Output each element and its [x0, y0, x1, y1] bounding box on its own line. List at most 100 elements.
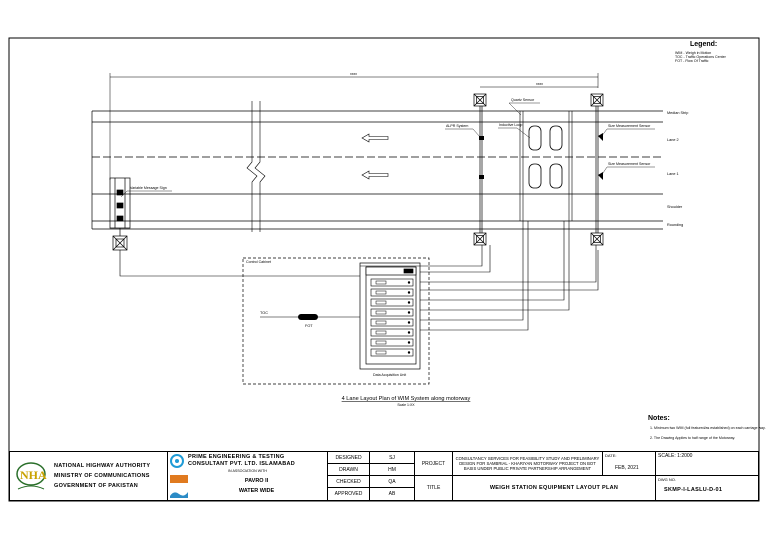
quartz-sensor	[519, 111, 573, 221]
rack-unit-slot	[375, 300, 387, 305]
rack-unit-slot	[375, 290, 387, 295]
control-cabinet-label: Control Cabinet	[246, 260, 271, 264]
date-cell: DATE: FEB, 2021	[603, 452, 656, 476]
rack-unit	[370, 328, 414, 337]
variable-message-sign	[109, 177, 131, 251]
vms-label: Variable Message Sign	[130, 186, 167, 190]
role-checked: CHECKED	[328, 476, 370, 488]
rack-unit-led	[407, 331, 411, 334]
break-line	[246, 101, 266, 232]
alpr-camera-icon	[479, 136, 484, 179]
pavro-logo-icon	[170, 475, 188, 483]
size-sensor-label: Size Measurement Sensor	[608, 162, 651, 166]
authority-line: GOVERNMENT OF PAKISTAN	[54, 483, 139, 489]
partner-name: PAVRO II	[244, 478, 269, 484]
note-item: 1. Minimum two WIM (full featured/as est…	[650, 426, 766, 430]
drawing-title: WEIGH STATION EQUIPMENT LAYOUT PLAN	[453, 476, 656, 500]
initials-checked: QA	[370, 476, 415, 488]
rack-unit-led	[407, 301, 411, 304]
rack-unit	[370, 308, 414, 317]
dwg-number: SKMP-I-LASLU-D-01	[664, 487, 723, 493]
association-text: IN ASSOCIATION WITH	[228, 469, 267, 473]
authority-line: NATIONAL HIGHWAY AUTHORITY	[54, 463, 151, 469]
road-lanes	[91, 110, 663, 230]
initials-designed: SJ	[370, 452, 415, 464]
rack-unit-slot	[375, 350, 387, 355]
inductive-loop	[528, 125, 563, 189]
control-cabinet	[242, 257, 430, 385]
daq-label: Data Acquisition Unit	[373, 373, 406, 377]
project-description: CONSULTANCY SERVICES FOR FEASIBILITY STU…	[453, 452, 603, 476]
title-block: NHA NATIONAL HIGHWAY AUTHORITY MINISTRY …	[9, 451, 759, 501]
rack-unit-led	[407, 321, 411, 324]
consultant-line: CONSULTANT PVT. LTD. ISLAMABAD	[188, 461, 296, 467]
rack-unit	[370, 318, 414, 327]
rack-unit	[370, 278, 414, 287]
scale-cell: SCALE: 1:2000	[656, 452, 758, 476]
role-approved: APPROVED	[328, 488, 370, 500]
consultant-line: PRIME ENGINEERING & TESTING	[188, 454, 285, 460]
drawing-scale: Scale 1:XX	[397, 403, 415, 407]
rack-unit	[370, 338, 414, 347]
fot-label: FOT	[305, 324, 313, 328]
authority-line: MINISTRY OF COMMUNICATIONS	[54, 473, 150, 479]
flow-arrow	[361, 133, 389, 180]
leader-lines	[120, 102, 655, 198]
rounding-label: Rounding	[667, 223, 683, 227]
sheet-border	[8, 37, 760, 502]
size-sensor-icon	[598, 133, 603, 180]
legend-item: TOC - Traffic Operations Center	[675, 55, 727, 59]
toc-label: TOC	[260, 311, 268, 315]
waterwide-logo-icon	[170, 492, 188, 498]
dimension-line-top	[109, 73, 599, 180]
rack-unit	[370, 298, 414, 307]
note-item: 2. The Drawing Applies to half range of …	[650, 436, 735, 440]
rack-unit	[370, 288, 414, 297]
consultant-logo-icon	[170, 454, 184, 468]
partner-name: WATER WIDE	[238, 488, 275, 494]
rack-unit	[370, 348, 414, 357]
inductive-loop-label: Inductive Loop	[499, 123, 522, 127]
title-label: TITLE	[415, 476, 453, 500]
rack-unit-slot	[375, 340, 387, 345]
dimension-label: xxxx	[350, 72, 357, 76]
gantry-right	[590, 93, 604, 246]
initials-approved: AB	[370, 488, 415, 500]
date-value: FEB, 2021	[615, 465, 639, 471]
nha-logo-icon: NHA	[16, 462, 47, 490]
legend-item: FOT - Flow Of Traffic	[675, 59, 709, 63]
rack-unit-led	[407, 351, 411, 354]
legend-item: WIM - Weigh in Motion	[675, 51, 711, 55]
dwg-label: DWG NO.	[658, 477, 676, 482]
project-label: PROJECT	[415, 452, 453, 476]
quartz-sensor-label: Quartz Sensor	[511, 98, 535, 102]
rack-unit-led	[407, 281, 411, 284]
data-acquisition-rack	[359, 262, 421, 370]
rack-unit-led	[407, 341, 411, 344]
role-designed: DESIGNED	[328, 452, 370, 464]
role-drawn: DRAWN	[328, 464, 370, 476]
gantry-left	[473, 93, 487, 246]
svg-text:NHA: NHA	[20, 468, 47, 482]
rack-unit-slot	[375, 280, 387, 285]
lane1-label: Lane 1	[667, 172, 679, 176]
dimension-label: xxxx	[536, 82, 543, 86]
shoulder-label: Shoulder	[667, 205, 683, 209]
rack-unit-slot	[375, 310, 387, 315]
rack-unit-slot	[375, 330, 387, 335]
rack-unit-led	[407, 311, 411, 314]
consultant-block: PRIME ENGINEERING & TESTING CONSULTANT P…	[168, 452, 328, 500]
rack-unit-slot	[375, 320, 387, 325]
dwg-cell: DWG NO. SKMP-I-LASLU-D-01	[656, 476, 758, 500]
size-sensor-label: Size Measurement Sensor	[608, 124, 651, 128]
date-label: DATE:	[605, 453, 617, 458]
rack-unit-led	[407, 291, 411, 294]
cable-connections	[119, 221, 599, 331]
median-strip-label: Median Strip	[667, 111, 688, 115]
fot-connector-icon	[298, 314, 318, 320]
partner-logos	[170, 474, 188, 498]
drawing-caption: 4 Lane Layout Plan of WIM System along m…	[342, 396, 471, 402]
authority-block: NHA NATIONAL HIGHWAY AUTHORITY MINISTRY …	[10, 452, 168, 500]
initials-drawn: HM	[370, 464, 415, 476]
